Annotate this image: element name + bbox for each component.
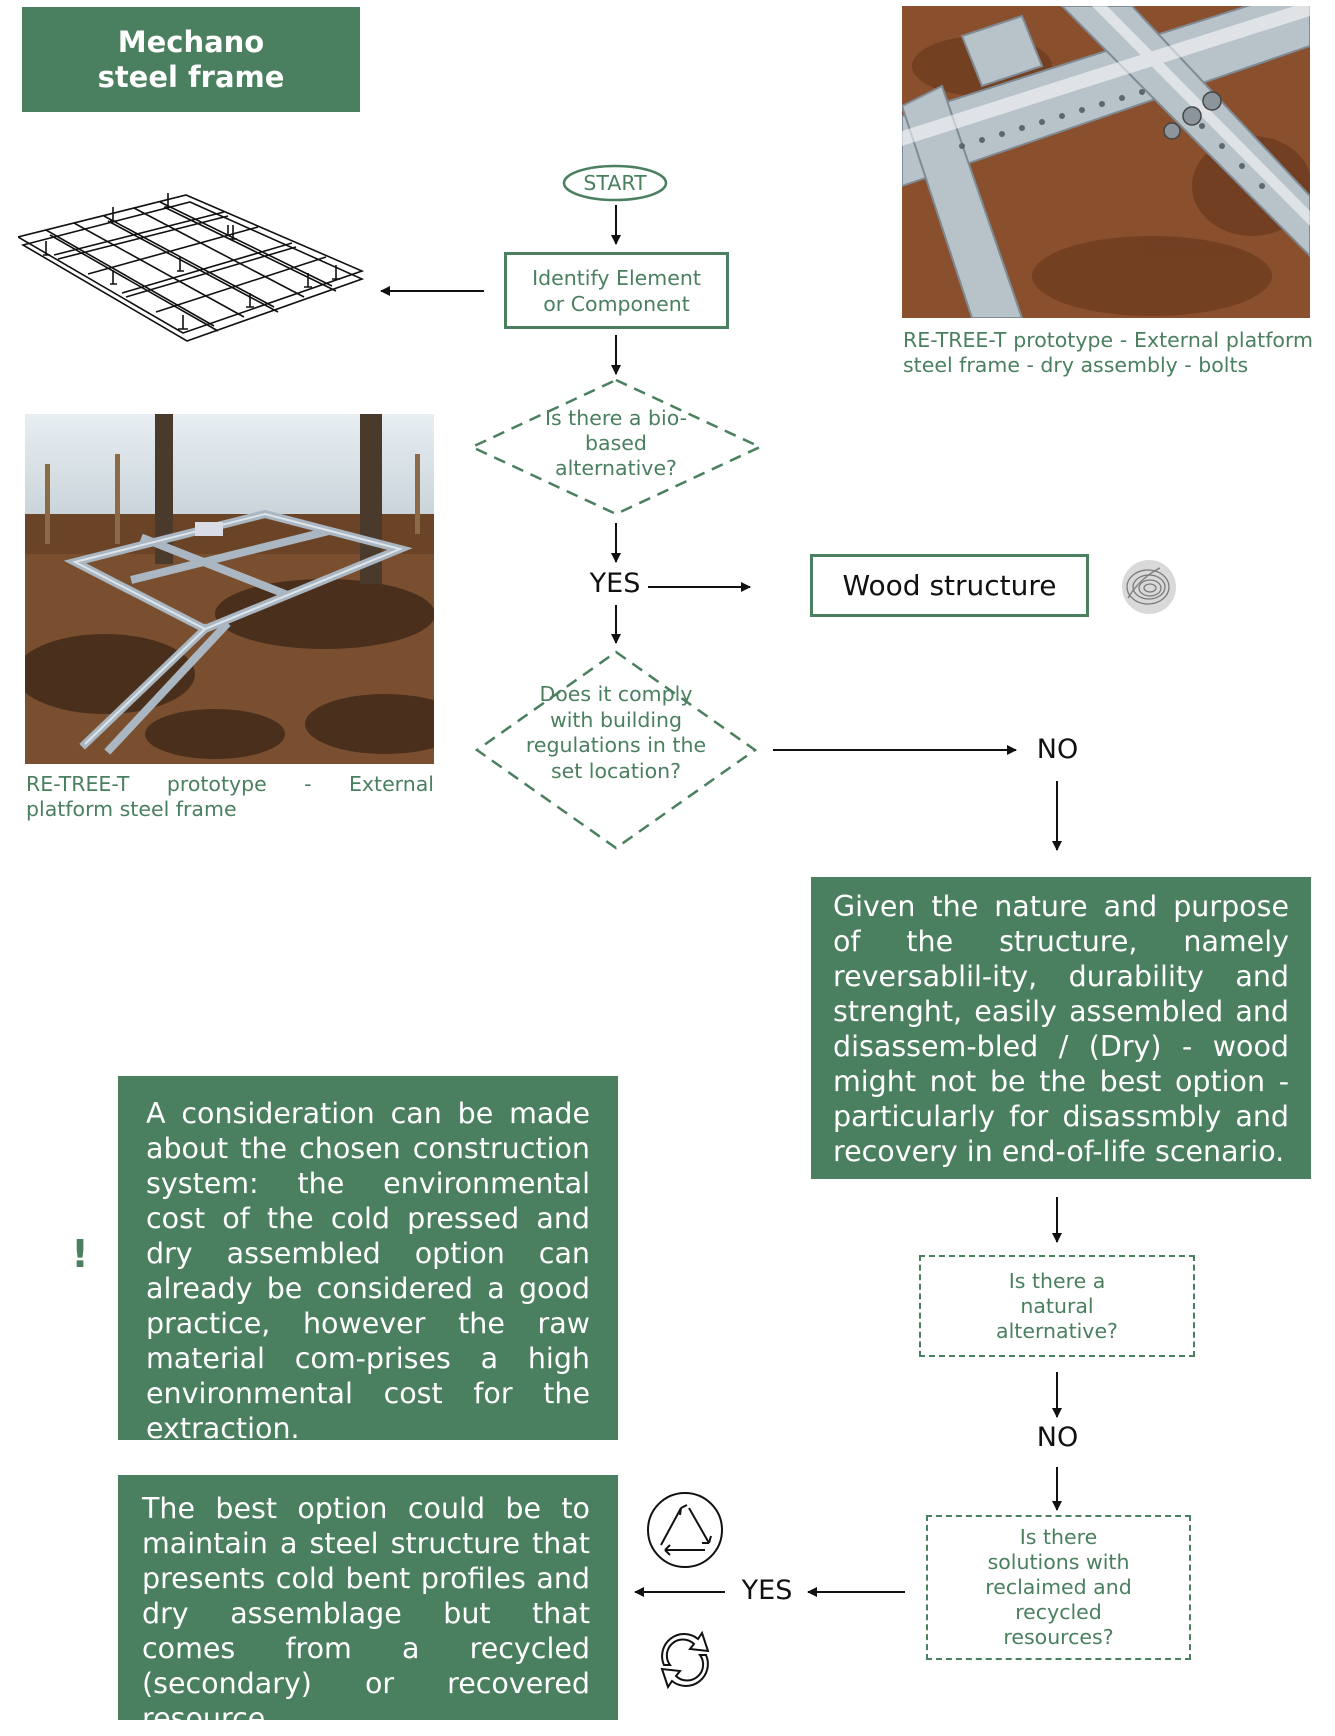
comply-decision-shape bbox=[474, 650, 758, 850]
comply-question: Does it comply with building regulations… bbox=[525, 682, 707, 783]
wood-structure-box: Wood structure bbox=[810, 554, 1089, 617]
best-option-note: The best option could be to maintain a s… bbox=[118, 1475, 618, 1735]
consideration-note: A consideration can be made about the ch… bbox=[118, 1076, 618, 1445]
start-terminator bbox=[562, 164, 668, 202]
natural-alternative-box: Is there a natural alternative? bbox=[919, 1255, 1195, 1357]
page-title-box: Mechano steel frame bbox=[22, 7, 360, 112]
best-option-text: The best option could be to maintain a s… bbox=[142, 1492, 590, 1735]
consideration-text: A consideration can be made about the ch… bbox=[146, 1097, 590, 1445]
bio-based-question: Is there a bio-based alternative? bbox=[544, 406, 688, 480]
wood-structure-label: Wood structure bbox=[842, 569, 1057, 602]
reclaimed-resources-question: Is there solutions with reclaimed and re… bbox=[985, 1525, 1132, 1649]
steel-frame-bolts-photo bbox=[902, 6, 1310, 318]
reclaimed-resources-box: Is there solutions with reclaimed and re… bbox=[926, 1515, 1191, 1660]
bio-decision-shape bbox=[469, 378, 763, 516]
no-label-comply: NO bbox=[1036, 734, 1079, 765]
circular-arrows-icon bbox=[660, 1630, 710, 1690]
identify-element-label: Identify Element or Component bbox=[532, 265, 701, 316]
steel-frame-drawing bbox=[18, 193, 365, 342]
yes-label-bio: YES bbox=[589, 568, 641, 599]
start-label: START bbox=[583, 171, 647, 195]
given-nature-text: Given the nature and purpose of the stru… bbox=[833, 890, 1289, 1168]
wood-grain-icon bbox=[1122, 560, 1176, 614]
identify-element-box: Identify Element or Component bbox=[504, 252, 729, 329]
alert-icon: ! bbox=[71, 1232, 89, 1276]
given-nature-note: Given the nature and purpose of the stru… bbox=[811, 877, 1311, 1179]
natural-alternative-question: Is there a natural alternative? bbox=[996, 1268, 1118, 1343]
steel-frame-photo bbox=[25, 414, 434, 764]
top-photo-caption: RE-TREE-T prototype - External platform … bbox=[903, 328, 1313, 377]
no-label-natural: NO bbox=[1036, 1422, 1079, 1453]
left-photo-caption: RE-TREE-T prototype - External platform … bbox=[26, 772, 434, 821]
recycle-triangle-icon bbox=[647, 1492, 723, 1568]
yes-label-reclaimed: YES bbox=[741, 1575, 793, 1606]
page-title: Mechano steel frame bbox=[97, 24, 285, 94]
